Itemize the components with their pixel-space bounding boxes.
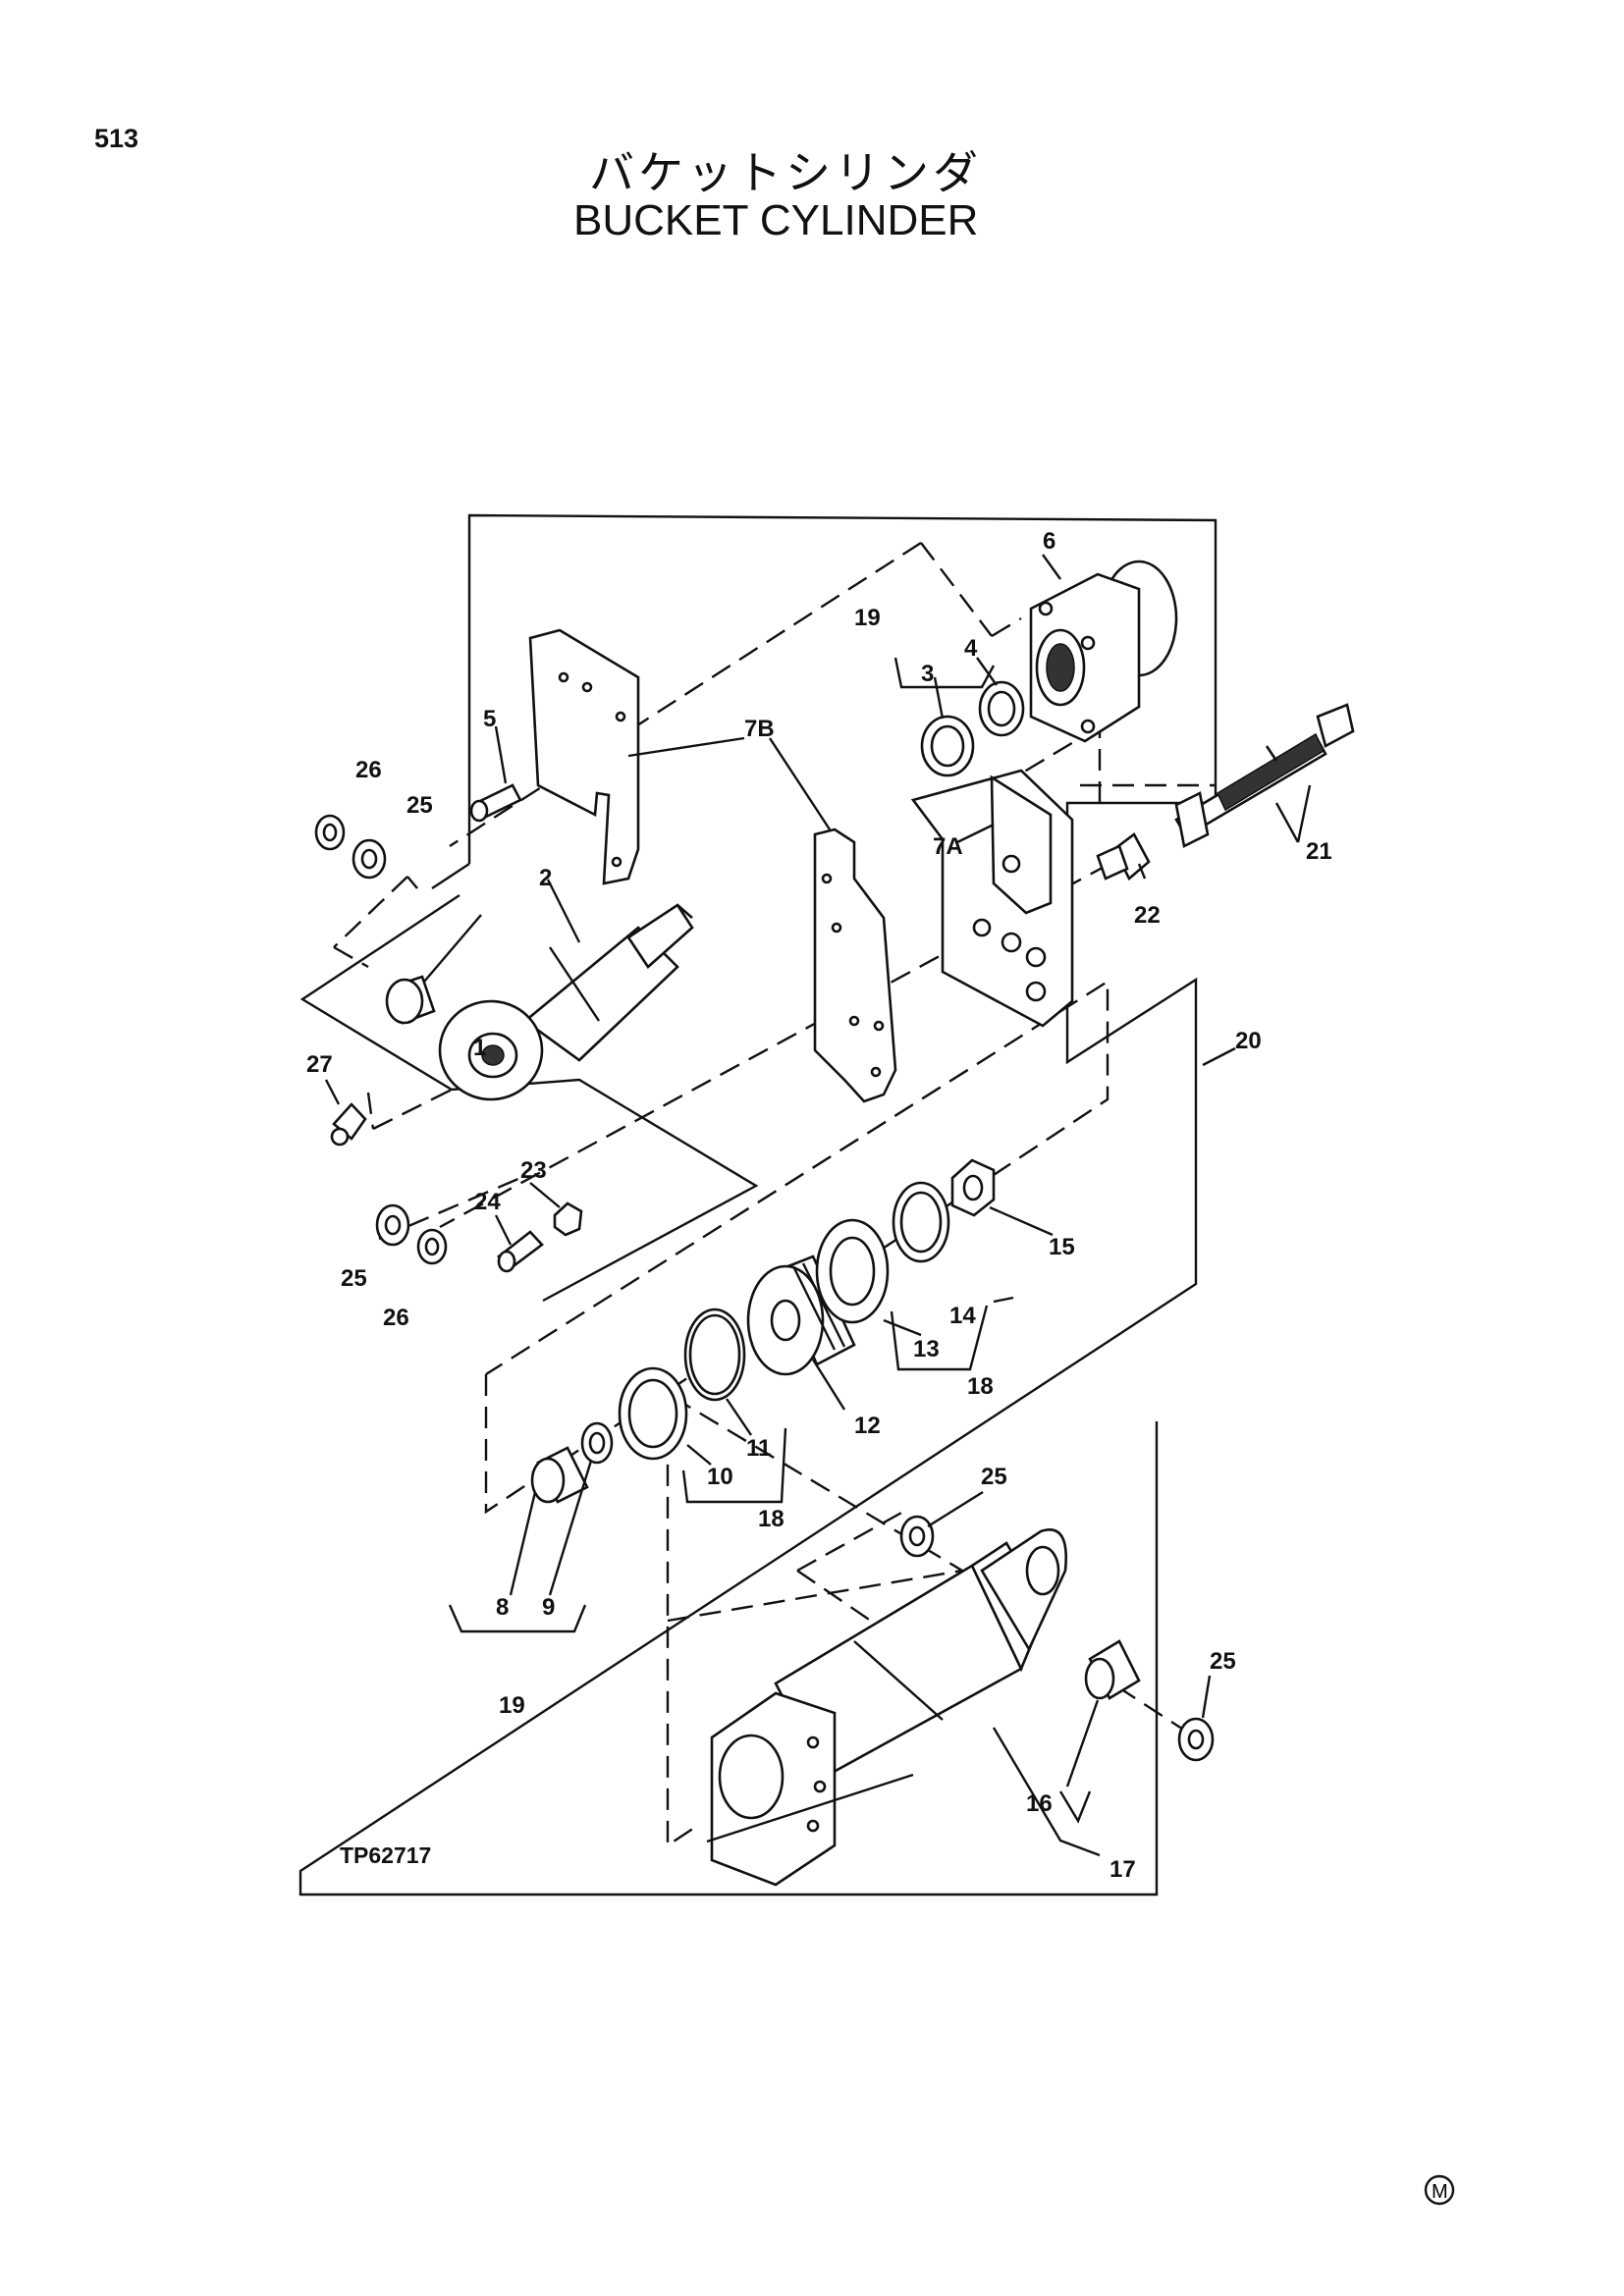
bushing-part-8 [530,1446,589,1504]
callout-14: 14 [949,1303,976,1329]
callout-23: 23 [520,1157,547,1184]
callout-25-lower: 25 [981,1464,1007,1490]
mounting-plate-7b-lower [813,828,897,1103]
callout-22: 22 [1134,902,1161,929]
callout-9: 9 [542,1594,555,1621]
callout-3: 3 [921,661,934,687]
mounting-plate-7b-upper [528,628,640,885]
piston-part-12 [746,1255,856,1376]
callout-24: 24 [474,1189,501,1215]
callout-7a: 7A [933,833,963,860]
callout-19-upper: 19 [854,605,881,631]
callout-27: 27 [306,1051,333,1078]
callout-2: 2 [539,865,552,891]
callout-18-upper: 18 [967,1373,994,1400]
callout-26-top: 26 [355,757,382,783]
callout-26-mid: 26 [383,1305,409,1331]
callout-12: 12 [854,1413,881,1439]
callout-18-lower: 18 [758,1506,785,1532]
bushing-part-16 [1084,1639,1141,1700]
gland-dashed-outline [484,979,1110,1515]
upper-group-frame [298,513,1218,1896]
callout-16: 16 [1026,1790,1053,1817]
callout-5: 5 [483,706,496,732]
cylinder-tube-part-17 [710,1528,1067,1887]
manufacturer-mark: M [1432,2181,1448,2203]
drawing-number: TP62717 [340,1842,431,1868]
callout-19-lower: 19 [499,1692,525,1719]
callout-15: 15 [1049,1234,1075,1260]
callout-25-mid: 25 [341,1265,367,1292]
title-japanese: バケットシリンダ [589,146,982,199]
page-number: 513 [94,124,139,153]
flange-part-6 [1029,560,1178,743]
callout-11: 11 [746,1435,771,1462]
piston-rod-part-2 [438,903,694,1101]
callout-7b: 7B [744,716,775,742]
callout-4: 4 [964,635,978,662]
callout-1: 1 [473,1035,486,1061]
nut-part-23 [553,1201,583,1237]
callout-13: 13 [913,1336,940,1362]
callout-21: 21 [1306,838,1332,865]
callout-6: 6 [1043,528,1056,555]
title-english: BUCKET CYLINDER [573,196,979,244]
hose-fitting-21 [1174,703,1355,848]
callout-25-right: 25 [1210,1648,1236,1675]
callout-20: 20 [1235,1028,1262,1054]
callout-17: 17 [1110,1856,1136,1883]
callout-10: 10 [707,1464,733,1490]
manufacturer-mark-circle [1424,2174,1455,2206]
callout-8: 8 [496,1594,509,1621]
callout-25-top: 25 [406,792,433,819]
